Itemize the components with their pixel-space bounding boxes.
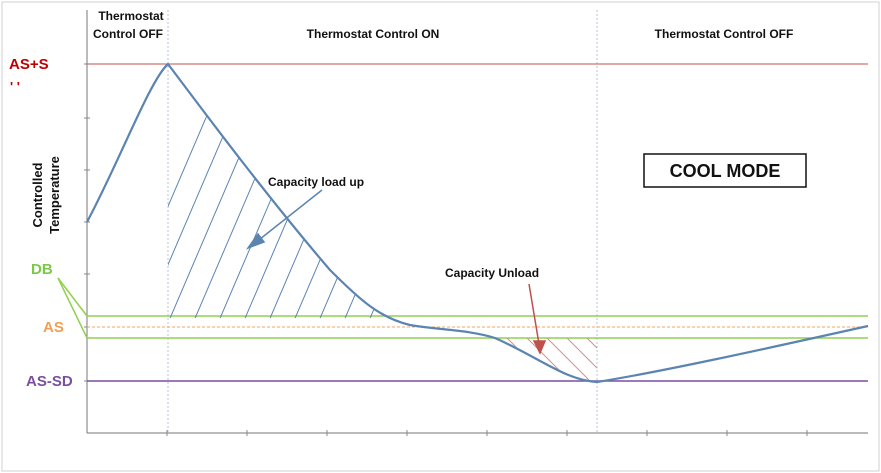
level-label-as-plus-s-mark: ' ' [10,79,20,94]
unload-arrow [528,283,547,355]
cool-mode-box [643,153,807,188]
level-label-as: AS [43,319,64,336]
annotation-load-up: Capacity load up [268,175,364,189]
region-left-label-line1: Thermostat [98,9,163,23]
region-right-label: Thermostat Control OFF [655,27,794,41]
temperature-curve [86,62,869,384]
y-axis-label-line1: Controlled [30,162,45,227]
annotation-unload: Capacity Unload [445,266,539,280]
level-label-as-plus-s: AS+S [9,56,49,73]
cool-mode-label: COOL MODE [670,161,781,181]
region-left-label-line2: Control OFF [93,27,163,41]
load-up-arrow [245,189,323,250]
level-label-as-minus-sd: AS-SD [26,373,73,390]
x-axis-ticks [166,430,808,436]
y-axis-label: Controlled Temperature [30,156,62,234]
level-label-db: DB [31,261,53,278]
region-middle-label: Thermostat Control ON [307,27,440,41]
db-bracket [57,277,88,339]
load-up-hatch [168,64,390,318]
y-axis-label-line2: Temperature [47,156,62,234]
